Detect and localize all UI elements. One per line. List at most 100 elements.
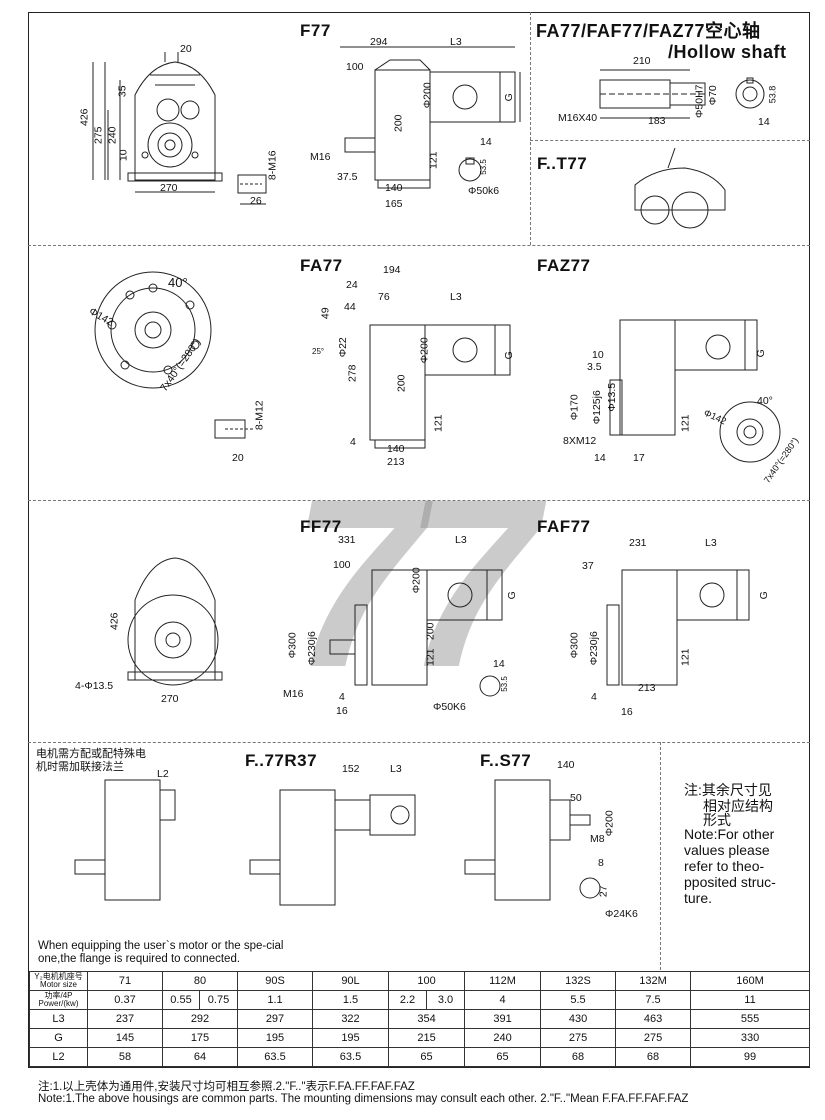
dim-label: 44	[344, 301, 356, 313]
ft77-title: F..T77	[537, 154, 588, 173]
table-cell: 275	[615, 1028, 692, 1048]
dim-label: Φ70	[706, 85, 719, 106]
dim-label: Φ230j6	[305, 631, 318, 666]
dim-label: Φ13.5	[606, 382, 619, 412]
dim-label: 8-M12	[253, 400, 266, 431]
table-cell: 391	[464, 1009, 542, 1029]
dim-label: L2	[157, 768, 169, 780]
table-cell: 555	[690, 1009, 811, 1029]
table-cell: 64	[162, 1047, 238, 1067]
dim-label: 426	[108, 612, 121, 631]
dim-label: 14	[594, 452, 606, 464]
table-cell: 7.5	[615, 990, 692, 1010]
dim-label: M16X40	[558, 112, 598, 124]
table-cell: 175	[162, 1028, 238, 1048]
fs77-title: F..S77	[480, 751, 532, 770]
divider	[28, 742, 810, 743]
dim-label: G	[502, 351, 515, 360]
dim-label: G	[754, 349, 767, 358]
table-cell: 99	[690, 1047, 811, 1067]
table-row: L3 237 292 297 322 354 391 430 463 555	[29, 1009, 811, 1029]
faf77-title: FAF77	[537, 517, 591, 536]
table-cell: 90S	[237, 971, 313, 991]
flange-note: 电机需方配或配特殊电机时需加联接法兰	[36, 748, 146, 773]
hollow-shaft-title: FA77/FAF77/FAZ77空心轴	[536, 21, 761, 41]
row-header: L2	[29, 1047, 88, 1067]
dim-label: 240	[106, 126, 119, 145]
dim-label: 27	[597, 885, 610, 898]
table-cell: 237	[87, 1009, 163, 1029]
table-cell: 160M	[690, 971, 811, 991]
ff77-shaft-key	[479, 675, 501, 697]
dim-label: 121	[679, 414, 692, 433]
dim-label: Φ300	[286, 632, 299, 659]
dim-label: 4	[591, 691, 597, 703]
dim-label: 14	[758, 116, 770, 128]
footer-note-en: Note:1.The above housings are common par…	[38, 1093, 689, 1105]
dim-label: L3	[390, 763, 402, 775]
table-cell: 90L	[312, 971, 389, 991]
dim-label: 14	[480, 136, 492, 148]
dim-label: 294	[370, 36, 388, 48]
dim-label: 140	[385, 182, 403, 194]
table-row: L2 58 64 63.5 63.5 65 65 68 68 99	[29, 1047, 811, 1067]
fa77-flange-view	[94, 271, 212, 389]
dim-label: 40°	[757, 395, 773, 407]
dim-label: 275	[92, 126, 105, 145]
table-cell: 132M	[615, 971, 692, 991]
table-row: G 145 175 195 195 215 240 275 275 330	[29, 1028, 811, 1048]
dim-label: 152	[342, 763, 360, 775]
footer-note-cn: 注:1.以上壳体为通用件,安装尺寸均可相互参照.2."F.."表示F.FA.FF…	[38, 1081, 415, 1093]
ft77-view	[634, 147, 726, 229]
f77-title: F77	[300, 21, 331, 40]
dim-label: 17	[633, 452, 645, 464]
faz77-flange-view	[719, 401, 781, 463]
table-cell: 3.0	[425, 990, 466, 1010]
dim-label: 14	[493, 658, 505, 670]
dim-label: 200	[424, 622, 437, 641]
dim-label: Φ50H7	[693, 84, 706, 118]
table-cell: 80	[162, 971, 238, 991]
f77-front-view	[92, 52, 223, 193]
table-cell: 240	[464, 1028, 542, 1048]
row-header: G	[29, 1028, 88, 1048]
table-cell: 65	[464, 1047, 542, 1067]
dim-label: L3	[450, 291, 462, 303]
dim-label: 49	[319, 307, 332, 320]
table-cell: 322	[312, 1009, 389, 1029]
dim-label: Φ22	[336, 337, 349, 358]
table-cell: 5.5	[540, 990, 617, 1010]
dim-label: Φ50K6	[433, 701, 466, 713]
table-cell: 195	[312, 1028, 389, 1048]
dim-label: Φ200	[421, 82, 434, 109]
dim-label: 24	[346, 279, 358, 291]
dim-label: G	[502, 93, 515, 102]
table-cell: 68	[615, 1047, 692, 1067]
table-cell: 354	[387, 1009, 466, 1029]
table-cell: 297	[237, 1009, 313, 1029]
dim-label: 50	[570, 792, 582, 804]
divider	[660, 742, 661, 970]
dim-label: 100	[333, 559, 351, 571]
divider	[28, 500, 810, 501]
dim-label: 8XM12	[563, 435, 597, 447]
dim-label: 183	[648, 115, 666, 127]
dim-label: 194	[383, 264, 401, 276]
side-note-cn: 形式	[703, 812, 731, 828]
dim-label: 8	[598, 857, 604, 869]
dim-label: 20	[232, 452, 244, 464]
dim-label: 121	[679, 648, 692, 667]
fa77-title: FA77	[300, 256, 343, 275]
dim-label: Φ200	[603, 810, 616, 837]
table-cell: 58	[87, 1047, 163, 1067]
dim-label: 25°	[312, 347, 325, 356]
dim-label: 200	[395, 374, 408, 393]
dim-label: 26	[250, 195, 262, 207]
side-note-en: Note:For other	[684, 826, 775, 842]
dim-label: 53.8	[767, 85, 778, 104]
table-cell: 65	[387, 1047, 466, 1067]
dim-label: 4-Φ13.5	[75, 680, 114, 692]
divider	[28, 245, 810, 246]
faz77-title: FAZ77	[537, 256, 591, 275]
